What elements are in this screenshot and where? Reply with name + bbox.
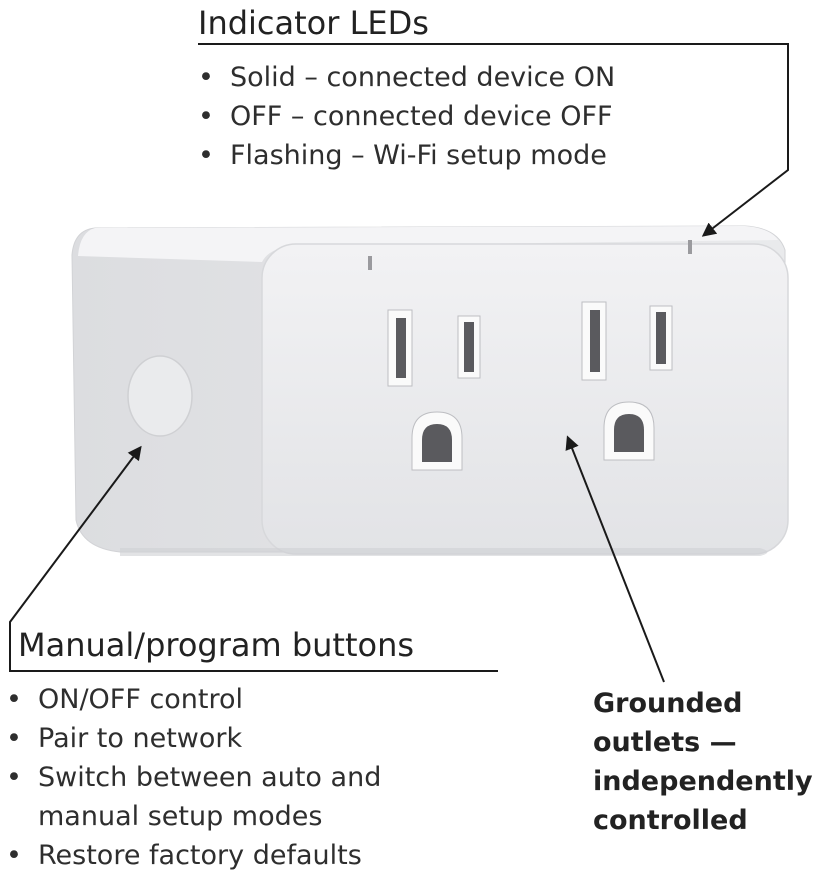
- led-callout-line: [198, 43, 789, 237]
- outlet-1: [387, 309, 481, 471]
- buttons-title: Manual/program buttons: [18, 626, 415, 664]
- led-indicator-2: [688, 240, 692, 254]
- buttons-list: ON/OFF control Pair to network Switch be…: [4, 680, 381, 875]
- outlet-2: [581, 301, 673, 461]
- outlet-callout-line: [565, 435, 665, 683]
- indicator-leds-list: Solid – connected device ON OFF – connec…: [196, 58, 615, 175]
- side-button: [127, 355, 193, 437]
- grounded-outlets-label: Grounded outlets — independently control…: [593, 688, 813, 836]
- button-item-switch-line1: Switch between auto and: [38, 762, 382, 793]
- plug-front-face: [261, 243, 789, 555]
- button-item-restore: Restore factory defaults: [4, 836, 381, 875]
- plug-shadow: [120, 548, 768, 556]
- led-item-solid: Solid – connected device ON: [196, 58, 615, 97]
- button-item-switch: Switch between auto and manual setup mode…: [4, 758, 381, 836]
- button-callout-line: [9, 445, 498, 672]
- led-item-off: OFF – connected device OFF: [196, 97, 615, 136]
- led-indicator-1: [368, 256, 372, 270]
- button-item-switch-line2: manual setup modes: [38, 801, 323, 832]
- led-item-flashing: Flashing – Wi-Fi setup mode: [196, 136, 615, 175]
- indicator-leds-title: Indicator LEDs: [198, 4, 429, 42]
- button-item-pair: Pair to network: [4, 719, 381, 758]
- button-item-onoff: ON/OFF control: [4, 680, 381, 719]
